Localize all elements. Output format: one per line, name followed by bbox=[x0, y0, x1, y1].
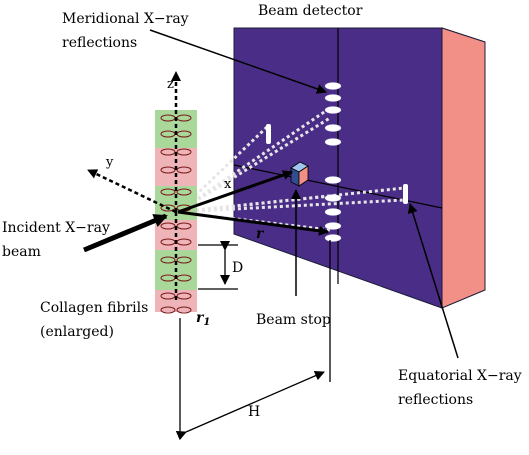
coordinate-axes bbox=[87, 71, 181, 300]
cube-icon bbox=[290, 161, 309, 187]
meridional-leader bbox=[149, 29, 327, 94]
detector-side-face bbox=[441, 27, 486, 309]
beam-detector-block bbox=[233, 27, 486, 309]
collagen-label-line1: Collagen fibrils bbox=[40, 300, 148, 316]
r-vector-arrow bbox=[177, 210, 329, 236]
equatorial-leader bbox=[407, 203, 459, 359]
incident-label-line1: Incident X−ray bbox=[2, 220, 110, 236]
meridional-reflection-spots bbox=[324, 82, 342, 242]
axis-y-label: y bbox=[105, 155, 114, 170]
axis-x-label: x bbox=[224, 177, 232, 192]
vector-r1-label: r1 bbox=[196, 310, 210, 328]
vector-r-label: r bbox=[256, 226, 265, 242]
equatorial-label-line2: reflections bbox=[398, 392, 473, 408]
beam-detector-label: Beam detector bbox=[258, 3, 363, 19]
transmitted-beam-arrow bbox=[177, 170, 293, 214]
dimension-h-label: H bbox=[248, 404, 260, 420]
meridional-label-line2: reflections bbox=[62, 35, 137, 51]
d-dimension bbox=[198, 241, 238, 290]
beam-stop-label: Beam stop bbox=[256, 312, 331, 328]
incident-beam-arrow bbox=[83, 213, 168, 253]
equatorial-label-line1: Equatorial X−ray bbox=[398, 368, 522, 384]
axis-z-label: z bbox=[167, 77, 174, 92]
vector-r1-subscript: 1 bbox=[203, 317, 210, 328]
equatorial-reflection-spots bbox=[266, 124, 408, 204]
meridional-label-line1: Meridional X−ray bbox=[62, 11, 189, 27]
y-axis-arrow bbox=[87, 168, 177, 214]
incident-label-line2: beam bbox=[2, 244, 41, 260]
collagen-label-line2: (enlarged) bbox=[40, 324, 114, 340]
h-dimension bbox=[175, 240, 331, 441]
dimension-d-label: D bbox=[232, 260, 243, 276]
